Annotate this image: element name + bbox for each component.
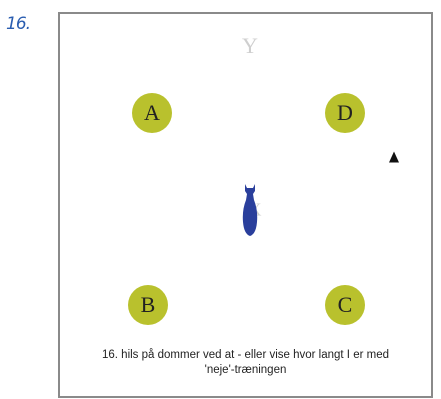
cone-a: A — [132, 93, 172, 133]
cone-a-label: A — [144, 100, 160, 125]
caption: 16. hils på dommer ved at - eller vise h… — [60, 348, 431, 378]
cone-b: B — [128, 285, 168, 325]
caption-line-1: 16. hils på dommer ved at - eller vise h… — [102, 349, 389, 361]
letter-y: Y — [242, 33, 258, 58]
cone-d: D — [325, 93, 365, 133]
arena-diagram: Y X A D B C 16. hils på dommer ved at - … — [58, 12, 433, 398]
exercise-number: 16. — [6, 14, 31, 34]
cone-c: C — [325, 285, 365, 325]
dog-icon — [242, 184, 258, 236]
caption-line-2: 'neje'-træningen — [204, 364, 287, 376]
cone-b-label: B — [140, 292, 156, 317]
judge-triangle-icon — [389, 151, 399, 163]
cone-c-label: C — [337, 292, 353, 317]
cone-d-label: D — [337, 100, 353, 125]
